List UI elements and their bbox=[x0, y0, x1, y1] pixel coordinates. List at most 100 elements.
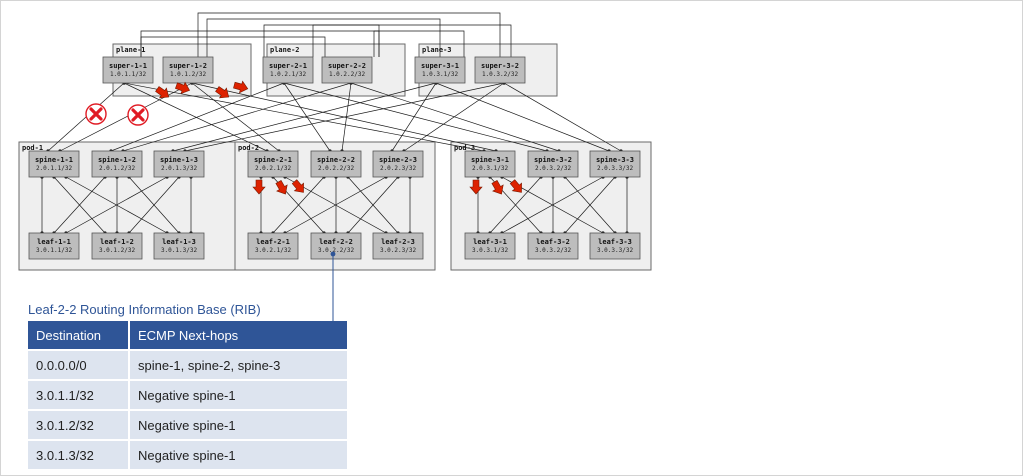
super-spine-node: super-1-21.0.1.2/32 bbox=[162, 56, 214, 84]
rib-cell-destination: 3.0.1.3/32 bbox=[28, 439, 130, 469]
leaf-node-name: leaf-1-1 bbox=[37, 238, 71, 246]
spine-node-ip: 2.0.3.3/32 bbox=[597, 165, 634, 172]
leaf-node-ip: 3.0.1.2/32 bbox=[99, 247, 136, 254]
spine-node-ip: 2.0.2.1/32 bbox=[255, 165, 292, 172]
rib-header-next-hops: ECMP Next-hops bbox=[129, 321, 347, 350]
leaf-node-box bbox=[589, 232, 641, 260]
leaf-node-ip: 3.0.2.2/32 bbox=[318, 247, 355, 254]
spine-node-box bbox=[372, 150, 424, 178]
super-spine-link bbox=[122, 82, 352, 152]
super-spine-node-box bbox=[162, 56, 214, 84]
super-spine-node-name: super-3-2 bbox=[481, 62, 519, 70]
red-arrow-icon bbox=[155, 86, 170, 99]
super-spine-link bbox=[391, 82, 437, 152]
leaf-node-name: leaf-3-3 bbox=[598, 238, 632, 246]
spine-node-name: spine-3-3 bbox=[596, 156, 634, 164]
spine-node-box bbox=[464, 150, 516, 178]
spine-node-name: spine-1-2 bbox=[98, 156, 136, 164]
super-spine-node: super-2-21.0.2.2/32 bbox=[321, 56, 373, 84]
super-spine-node-ip: 1.0.3.2/32 bbox=[482, 71, 519, 78]
red-arrow-icon bbox=[469, 179, 483, 195]
leaf-node-name: leaf-1-2 bbox=[100, 238, 134, 246]
leaf-node-name: leaf-2-3 bbox=[381, 238, 415, 246]
spine-leaf-link bbox=[564, 176, 616, 234]
super-spine-link bbox=[123, 82, 268, 152]
spine-node: spine-2-32.0.2.3/32 bbox=[372, 150, 424, 178]
super-spine-node-ip: 1.0.2.2/32 bbox=[329, 71, 366, 78]
leaf-node: leaf-3-33.0.3.3/32 bbox=[589, 232, 641, 260]
spine-node-box bbox=[247, 150, 299, 178]
super-spine-link bbox=[191, 82, 280, 152]
plane-label: plane-2 bbox=[270, 46, 300, 54]
leaf-node-name: leaf-3-1 bbox=[473, 238, 507, 246]
rib-cell-next-hops: spine-1, spine-2, spine-3 bbox=[129, 349, 347, 380]
leaf-node-box bbox=[91, 232, 143, 260]
red-arrow-icon bbox=[275, 180, 288, 195]
super-spine-node-box bbox=[474, 56, 526, 84]
spine-node-box bbox=[589, 150, 641, 178]
super-spine-node-name: super-1-2 bbox=[169, 62, 207, 70]
red-arrow-icon bbox=[252, 179, 266, 195]
spine-leaf-link bbox=[347, 176, 399, 234]
spine-leaf-link bbox=[489, 176, 542, 234]
spine-node-ip: 2.0.3.2/32 bbox=[535, 165, 572, 172]
spine-node-ip: 2.0.1.3/32 bbox=[161, 165, 198, 172]
super-spine-link bbox=[341, 82, 352, 152]
spine-leaf-link bbox=[128, 176, 180, 234]
failure-x-icon bbox=[85, 103, 107, 125]
rib-header-row: Destination ECMP Next-hops bbox=[28, 321, 347, 350]
leaf-node: leaf-2-13.0.2.1/32 bbox=[247, 232, 299, 260]
super-spine-node-name: super-2-2 bbox=[328, 62, 366, 70]
leaf-node-box bbox=[153, 232, 205, 260]
table-row: 0.0.0.0/0 spine-1, spine-2, spine-3 bbox=[28, 349, 347, 380]
spine-leaf-link bbox=[65, 176, 168, 234]
super-spine-node: super-3-11.0.3.1/32 bbox=[414, 56, 466, 84]
spine-node: spine-2-22.0.2.2/32 bbox=[310, 150, 362, 178]
spine-node-name: spine-3-1 bbox=[471, 156, 509, 164]
rib-cell-destination: 3.0.1.2/32 bbox=[28, 409, 130, 440]
super-spine-node: super-3-21.0.3.2/32 bbox=[474, 56, 526, 84]
super-spine-link bbox=[350, 82, 560, 152]
plane-interconnect-link bbox=[206, 18, 441, 57]
spine-node-ip: 2.0.3.1/32 bbox=[472, 165, 509, 172]
table-row: 3.0.1.2/32 Negative spine-1 bbox=[28, 409, 347, 440]
super-spine-node: super-2-11.0.2.1/32 bbox=[262, 56, 314, 84]
super-spine-node-ip: 1.0.1.2/32 bbox=[170, 71, 207, 78]
red-arrow-icon bbox=[175, 81, 191, 95]
leaf-node-name: leaf-3-2 bbox=[536, 238, 570, 246]
plane-interconnect-link bbox=[373, 30, 465, 57]
super-spine-node-name: super-3-1 bbox=[421, 62, 459, 70]
pod-label: pod-3 bbox=[454, 144, 475, 152]
leaf-node-ip: 3.0.2.1/32 bbox=[255, 247, 292, 254]
super-spine-link bbox=[503, 82, 622, 152]
rib-table: Destination ECMP Next-hops 0.0.0.0/0 spi… bbox=[28, 321, 347, 469]
spine-node: spine-1-12.0.1.1/32 bbox=[28, 150, 80, 178]
leaf-node-box bbox=[464, 232, 516, 260]
super-spine-link bbox=[184, 82, 505, 152]
failure-x-icon bbox=[127, 104, 149, 126]
pod-label: pod-1 bbox=[22, 144, 43, 152]
spine-node-ip: 2.0.1.2/32 bbox=[99, 165, 136, 172]
spine-node: spine-1-22.0.1.2/32 bbox=[91, 150, 143, 178]
super-spine-node-box bbox=[262, 56, 314, 84]
rib-cell-next-hops: Negative spine-1 bbox=[129, 379, 347, 410]
spine-leaf-link bbox=[501, 176, 604, 234]
leaf-node-ip: 3.0.3.3/32 bbox=[597, 247, 634, 254]
super-spine-node-name: super-1-1 bbox=[109, 62, 147, 70]
leaf-node: leaf-2-33.0.2.3/32 bbox=[372, 232, 424, 260]
spine-node-name: spine-2-1 bbox=[254, 156, 292, 164]
rib-cell-destination: 0.0.0.0/0 bbox=[28, 349, 130, 380]
super-spine-node-box bbox=[321, 56, 373, 84]
leaf-node-name: leaf-2-2 bbox=[319, 238, 353, 246]
leaf-node-box bbox=[28, 232, 80, 260]
leaf-node-ip: 3.0.2.3/32 bbox=[380, 247, 417, 254]
super-spine-link bbox=[283, 82, 548, 152]
spine-node: spine-1-32.0.1.3/32 bbox=[153, 150, 205, 178]
leaf-node-name: leaf-1-3 bbox=[162, 238, 196, 246]
leaf-node: leaf-2-23.0.2.2/32 bbox=[310, 232, 362, 260]
plane-label: plane-1 bbox=[116, 46, 146, 54]
rib-cell-next-hops: Negative spine-1 bbox=[129, 409, 347, 440]
plane-interconnect-link bbox=[140, 36, 326, 57]
